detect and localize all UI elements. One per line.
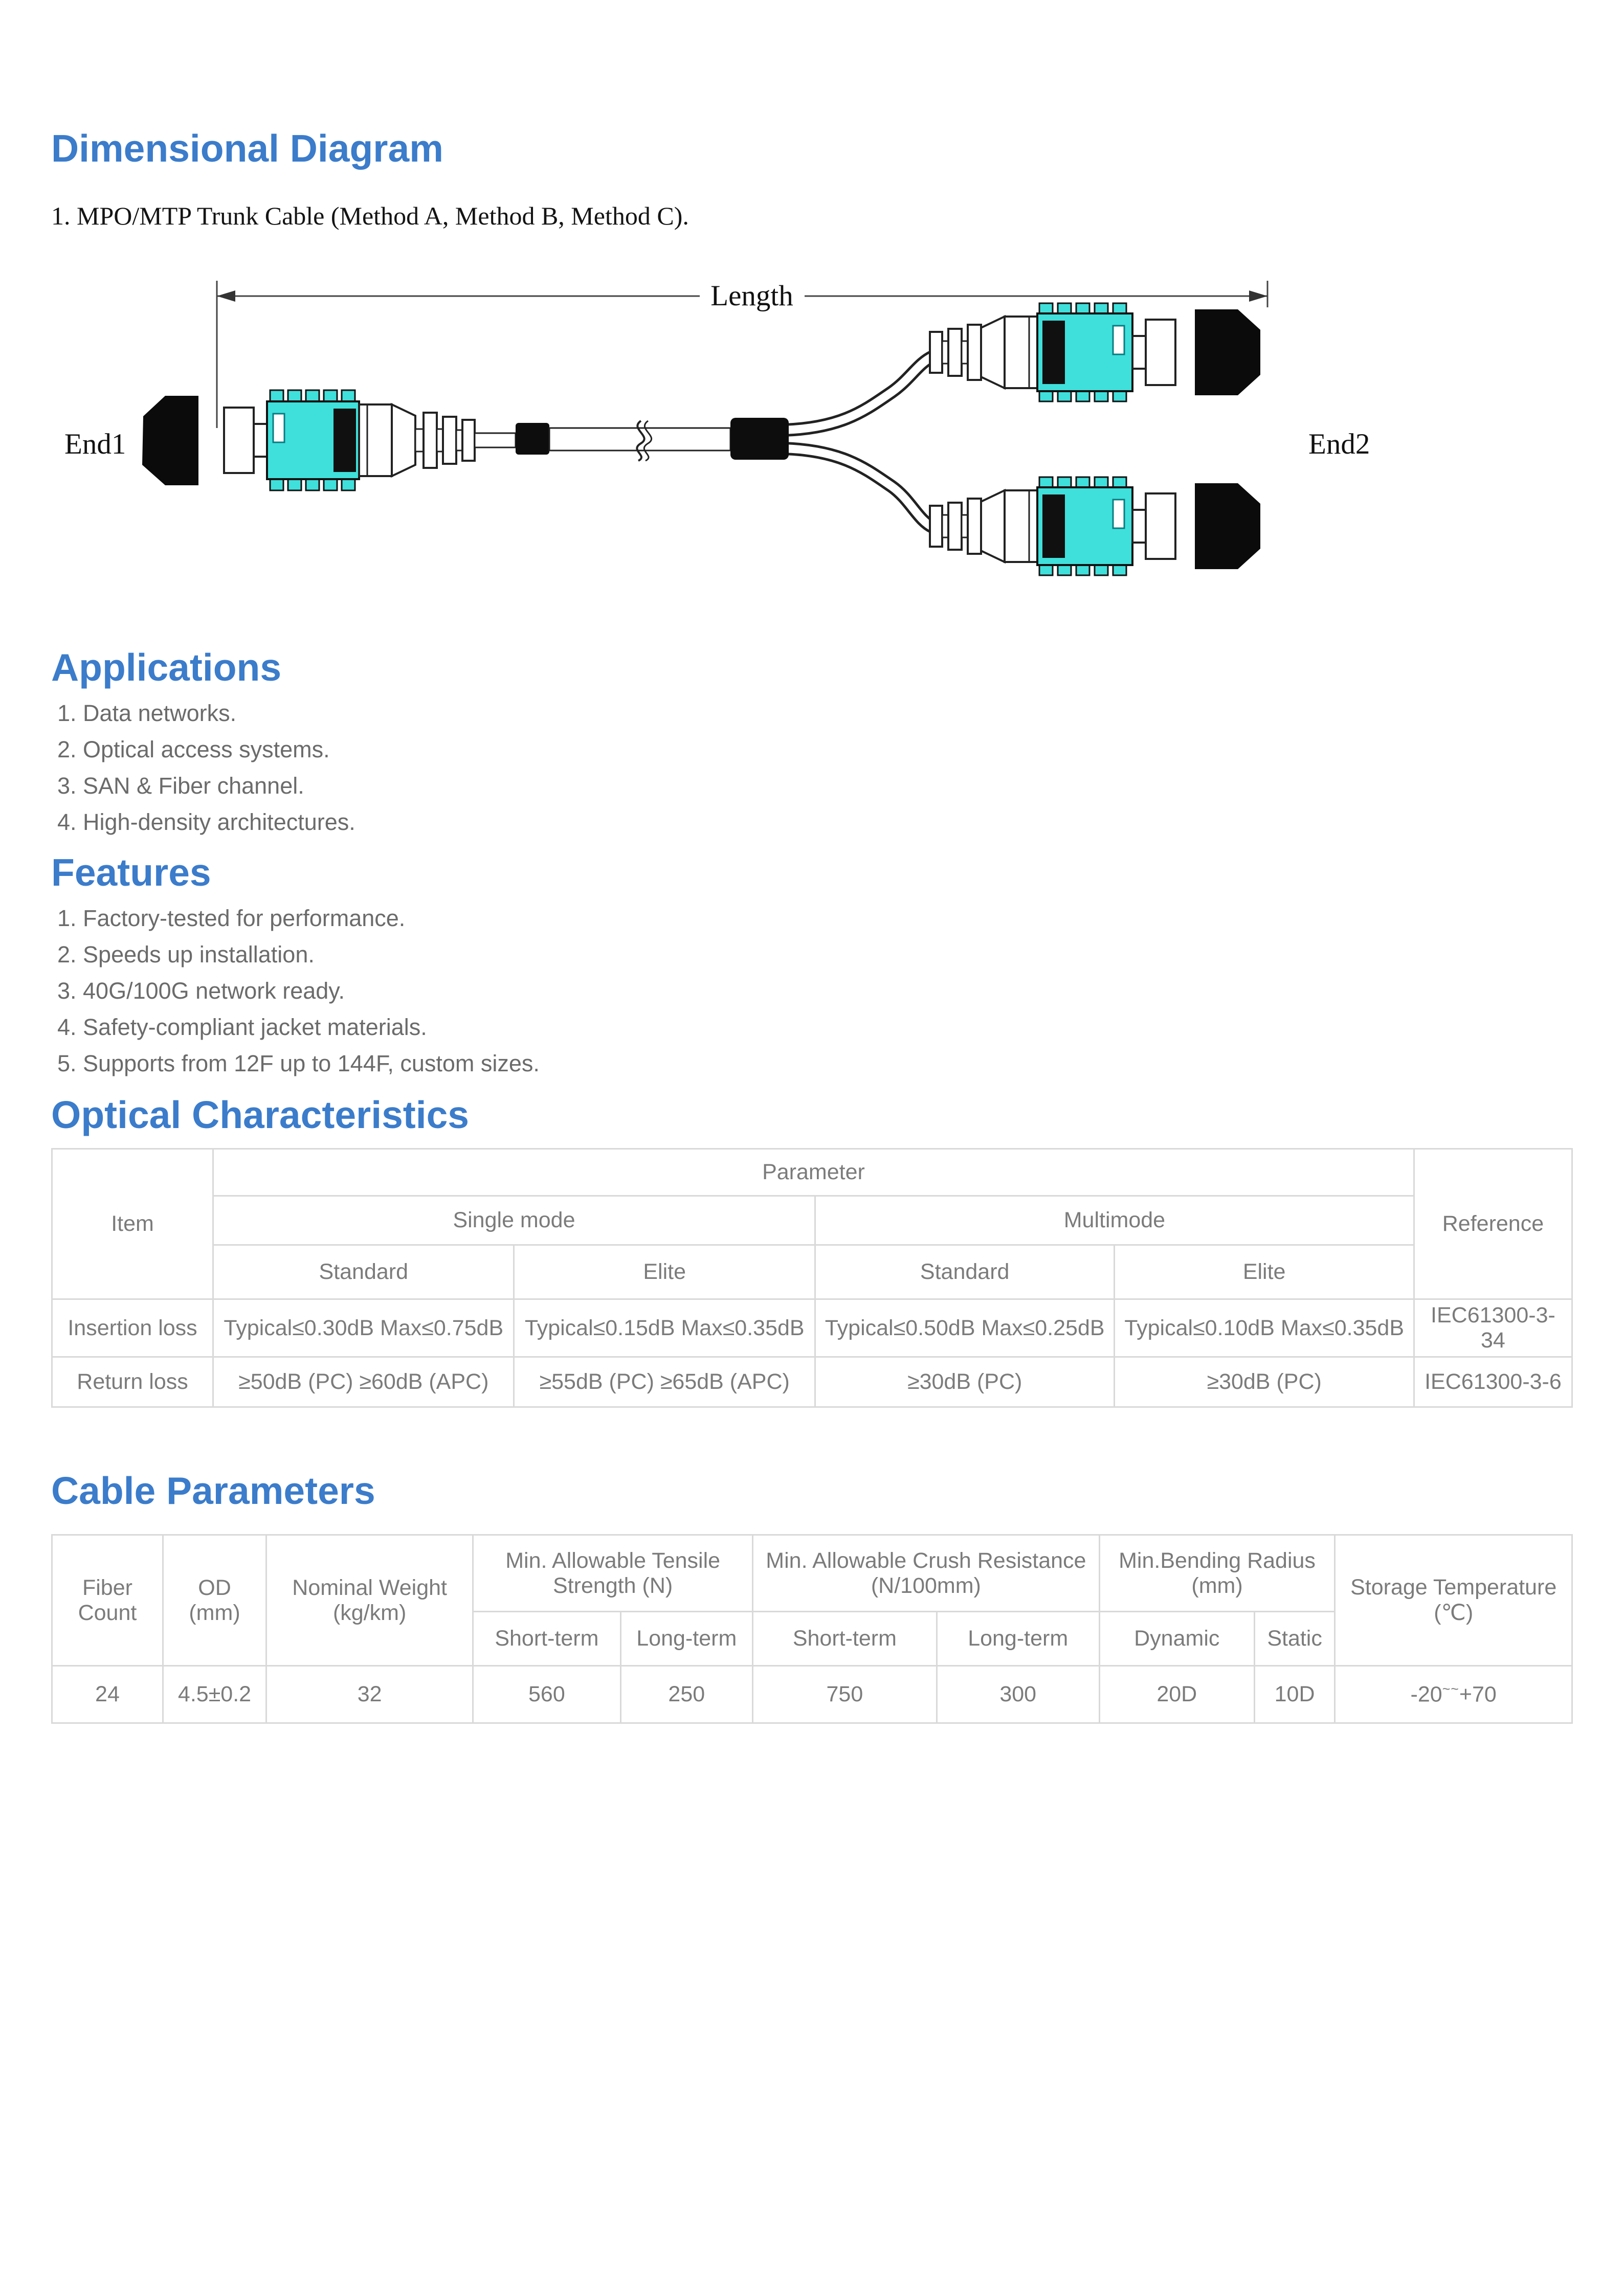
cable-cell-tensile-short: 560	[472, 1665, 621, 1724]
features-list: 1. Factory-tested for performance. 2. Sp…	[51, 907, 1573, 1075]
fanout-legs	[784, 350, 937, 533]
application-item: 2. Optical access systems.	[57, 736, 330, 762]
optical-header-mm-standard: Standard	[814, 1244, 1116, 1300]
cable-cell-bending-static: 10D	[1253, 1665, 1336, 1724]
feature-item: 1. Factory-tested for performance.	[57, 905, 406, 931]
storage-temp-value: +70	[1459, 1682, 1497, 1707]
optical-cell: Typical≤0.30dB Max≤0.75dB	[212, 1298, 515, 1358]
section-title-cable-parameters: Cable Parameters	[51, 1469, 375, 1512]
applications-list: 1. Data networks. 2. Optical access syst…	[51, 702, 1573, 834]
cable-cell-tensile-long: 250	[619, 1665, 754, 1724]
cable-cell-bending-dynamic: 20D	[1098, 1665, 1255, 1724]
feature-item: 3. 40G/100G network ready.	[57, 978, 345, 1004]
section-title-optical-characteristics: Optical Characteristics	[51, 1093, 470, 1136]
cable-cell-crush-long: 300	[936, 1665, 1100, 1724]
cable-header-bending: Min.Bending Radius (mm)	[1098, 1534, 1336, 1612]
cable-cell-crush-short: 750	[752, 1665, 938, 1724]
cable-header-crush: Min. Allowable Crush Resistance (N/100mm…	[752, 1534, 1100, 1612]
cable-cell-nominal-weight: 32	[265, 1665, 474, 1724]
section-title-dimensional-diagram: Dimensional Diagram	[51, 127, 443, 170]
optical-cell: ≥30dB (PC)	[814, 1356, 1116, 1408]
optical-cell-reference: IEC61300-3-34	[1413, 1298, 1573, 1358]
furcation-plug	[730, 418, 789, 460]
feature-item: 4. Safety-compliant jacket materials.	[57, 1014, 427, 1040]
cable-header-storage: Storage Temperature (℃)	[1334, 1534, 1573, 1667]
cable-header-tensile: Min. Allowable Tensile Strength (N)	[472, 1534, 754, 1612]
optical-characteristics-table: Item Parameter Reference Single mode Mul…	[51, 1148, 1573, 1408]
storage-temp-tilde: ~~	[1442, 1681, 1459, 1697]
dimension-arrow-right	[1249, 290, 1267, 302]
end1-dust-cap	[142, 396, 198, 485]
optical-header-item: Item	[51, 1148, 214, 1300]
optical-cell: Typical≤0.15dB Max≤0.35dB	[513, 1298, 816, 1358]
section-title-features: Features	[51, 851, 211, 894]
table-row: Return loss ≥50dB (PC) ≥60dB (APC) ≥55dB…	[51, 1356, 1573, 1408]
cable-break-mark	[636, 420, 646, 462]
cable-header-bending-dynamic: Dynamic	[1098, 1611, 1255, 1667]
optical-cell: Typical≤0.10dB Max≤0.35dB	[1114, 1298, 1415, 1358]
optical-header-reference: Reference	[1413, 1148, 1573, 1300]
application-item: 4. High-density architectures.	[57, 809, 355, 835]
end1-label: End1	[64, 428, 126, 460]
feature-item: 2. Speeds up installation.	[57, 941, 315, 967]
application-item: 3. SAN & Fiber channel.	[57, 773, 304, 799]
cable-header-nominal-weight: Nominal Weight (kg/km)	[265, 1534, 474, 1667]
storage-temp-value: -20	[1410, 1682, 1442, 1707]
trunk-cable	[474, 420, 731, 462]
application-item: 1. Data networks.	[57, 700, 237, 726]
mpo-trunk-cable-drawing: Length End1	[64, 280, 1370, 576]
section-title-applications: Applications	[51, 646, 282, 689]
optical-cell: ≥55dB (PC) ≥65dB (APC)	[513, 1356, 816, 1408]
cable-header-crush-short: Short-term	[752, 1611, 938, 1667]
cable-header-tensile-long: Long-term	[619, 1611, 754, 1667]
optical-cell: ≥30dB (PC)	[1114, 1356, 1415, 1408]
optical-header-sm-standard: Standard	[212, 1244, 515, 1300]
optical-header-sm-elite: Elite	[513, 1244, 816, 1300]
length-label: Length	[710, 280, 793, 312]
cable-header-fiber-count: Fiber Count	[51, 1534, 164, 1667]
table-row: Insertion loss Typical≤0.30dB Max≤0.75dB…	[51, 1298, 1573, 1358]
cable-header-crush-long: Long-term	[936, 1611, 1100, 1667]
length-dimension	[216, 281, 1269, 428]
cable-cell-od: 4.5±0.2	[162, 1665, 268, 1724]
cable-header-bending-static: Static	[1253, 1611, 1336, 1667]
cable-cell-storage: -20~~+70	[1334, 1665, 1573, 1724]
cable-header-od: OD (mm)	[162, 1534, 268, 1667]
optical-cell: ≥50dB (PC) ≥60dB (APC)	[212, 1356, 515, 1408]
optical-header-mm-elite: Elite	[1114, 1244, 1415, 1300]
cable-cell-fiber-count: 24	[51, 1665, 164, 1724]
optical-header-parameter: Parameter	[212, 1148, 1415, 1197]
optical-header-multimode: Multimode	[814, 1195, 1415, 1246]
optical-cell-reference: IEC61300-3-6	[1413, 1356, 1573, 1408]
cable-parameters-table: Fiber Count OD (mm) Nominal Weight (kg/k…	[51, 1534, 1573, 1724]
optical-cell: Typical≤0.50dB Max≤0.25dB	[814, 1298, 1116, 1358]
feature-item: 5. Supports from 12F up to 144F, custom …	[57, 1050, 540, 1076]
end2-label: End2	[1308, 428, 1370, 460]
end1-connector	[223, 389, 476, 491]
optical-row-label: Return loss	[51, 1356, 214, 1408]
cable-diagram: Length End1	[60, 276, 1431, 582]
optical-header-single-mode: Single mode	[212, 1195, 816, 1246]
table-row: 24 4.5±0.2 32 560 250 750 300 20D 10D -2…	[51, 1665, 1573, 1724]
optical-row-label: Insertion loss	[51, 1298, 214, 1358]
dimension-arrow-left	[217, 290, 235, 302]
diagram-caption: 1. MPO/MTP Trunk Cable (Method A, Method…	[51, 201, 689, 230]
cable-header-tensile-short: Short-term	[472, 1611, 621, 1667]
